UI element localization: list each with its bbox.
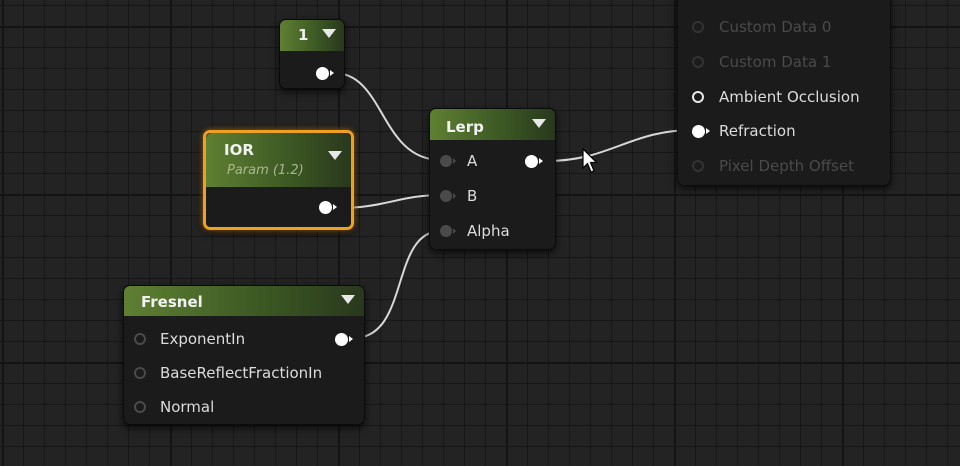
material-input-refraction-label: Refraction — [719, 122, 796, 140]
material-input-custom-data-0-label: Custom Data 0 — [719, 18, 832, 36]
fresnel-input-basereflectfractionin[interactable]: BaseReflectFractionIn — [134, 363, 334, 383]
material-input-pixel-depth-offset[interactable]: Pixel Depth Offset — [692, 156, 882, 176]
lerp-output-pin[interactable] — [525, 155, 543, 168]
fresnel-input-basereflectfractionin-pin[interactable] — [134, 367, 146, 379]
material-input-custom-data-1-label: Custom Data 1 — [719, 53, 832, 71]
ior-node-subtitle: Param (1.2) — [227, 163, 304, 178]
ior-output-pin[interactable] — [319, 201, 337, 214]
material-input-custom-data-1[interactable]: Custom Data 1 — [692, 52, 882, 72]
mouse-pointer-icon — [582, 148, 598, 173]
material-input-pixel-depth-offset-label: Pixel Depth Offset — [719, 157, 854, 175]
material-input-pixel-depth-offset-pin[interactable] — [692, 160, 704, 172]
fresnel-node-header[interactable]: Fresnel — [124, 286, 364, 316]
wire-lerp-to-refraction[interactable] — [546, 129, 694, 162]
material-input-ambient-occlusion[interactable]: Ambient Occlusion — [692, 87, 882, 107]
lerp-input-alpha[interactable]: Alpha — [440, 221, 530, 241]
lerp-input-a-label: A — [467, 152, 478, 170]
wire-fresnel-to-lerp-alpha[interactable] — [353, 230, 442, 339]
material-input-refraction[interactable]: Refraction — [692, 121, 882, 141]
fresnel-node-title: Fresnel — [141, 293, 203, 311]
material-input-ambient-occlusion-label: Ambient Occlusion — [719, 88, 860, 106]
material-input-custom-data-0[interactable]: Custom Data 0 — [692, 17, 882, 37]
lerp-node[interactable]: Lerp A B Alpha — [429, 108, 556, 250]
material-output-node[interactable]: Custom Data 0 Custom Data 1 Ambient Occl… — [677, 0, 891, 186]
lerp-node-header[interactable]: Lerp — [430, 109, 555, 140]
constant-output-pin[interactable] — [316, 67, 334, 80]
lerp-input-alpha-label: Alpha — [467, 222, 510, 240]
lerp-input-a[interactable]: A — [440, 151, 520, 171]
lerp-input-b[interactable]: B — [440, 186, 520, 206]
chevron-down-icon[interactable] — [532, 119, 546, 128]
material-input-custom-data-0-pin[interactable] — [692, 21, 704, 33]
fresnel-input-normal-label: Normal — [160, 398, 215, 416]
fresnel-input-normal[interactable]: Normal — [134, 397, 314, 417]
constant-node-header[interactable]: 1 — [280, 20, 344, 51]
ior-node-title: IOR — [224, 141, 254, 159]
lerp-input-b-pin[interactable] — [440, 190, 456, 202]
lerp-node-title: Lerp — [446, 118, 484, 136]
fresnel-output-pin[interactable] — [335, 333, 353, 346]
ior-node-header[interactable]: IOR Param (1.2) — [206, 133, 351, 187]
constant-value: 1 — [298, 26, 309, 44]
fresnel-input-exponentin-label: ExponentIn — [160, 330, 246, 348]
lerp-input-a-pin[interactable] — [440, 155, 456, 167]
fresnel-input-exponentin-pin[interactable] — [134, 333, 146, 345]
ior-parameter-node[interactable]: IOR Param (1.2) — [203, 130, 354, 230]
fresnel-node[interactable]: Fresnel ExponentIn BaseReflectFractionIn… — [123, 285, 365, 425]
fresnel-input-normal-pin[interactable] — [134, 401, 146, 413]
fresnel-input-exponentin[interactable]: ExponentIn — [134, 329, 314, 349]
chevron-down-icon[interactable] — [341, 295, 355, 304]
chevron-down-icon[interactable] — [322, 29, 336, 38]
lerp-input-alpha-pin[interactable] — [440, 225, 456, 237]
constant-node[interactable]: 1 — [279, 19, 345, 89]
lerp-input-b-label: B — [467, 187, 478, 205]
fresnel-input-basereflectfractionin-label: BaseReflectFractionIn — [160, 364, 323, 382]
material-input-refraction-pin[interactable] — [692, 125, 710, 138]
material-input-ambient-occlusion-pin[interactable] — [692, 91, 704, 103]
chevron-down-icon[interactable] — [328, 151, 342, 160]
material-input-custom-data-1-pin[interactable] — [692, 56, 704, 68]
